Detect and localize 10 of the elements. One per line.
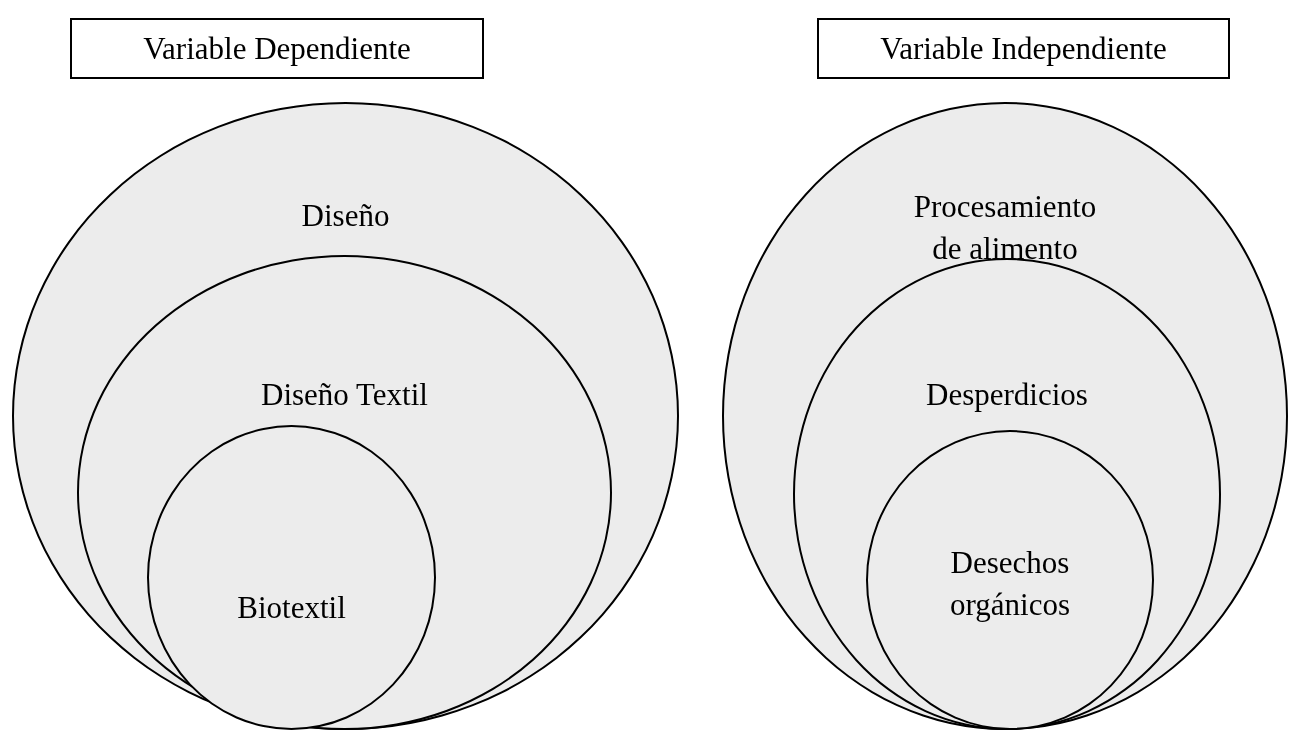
circle-label: Procesamiento de alimento <box>912 188 1098 268</box>
circle-label: Desperdicios <box>925 376 1089 414</box>
circle-label: Biotextil <box>236 589 347 627</box>
variable-box <box>817 18 1230 79</box>
circle-label: Diseño Textil <box>260 376 429 414</box>
circle-label: Diseño <box>300 197 391 235</box>
heading-label: Variable Dependiente <box>143 29 411 68</box>
circle-label: Desechos orgánicos <box>949 544 1071 624</box>
variable-box <box>70 18 484 79</box>
heading-label: Variable Independiente <box>880 29 1167 68</box>
